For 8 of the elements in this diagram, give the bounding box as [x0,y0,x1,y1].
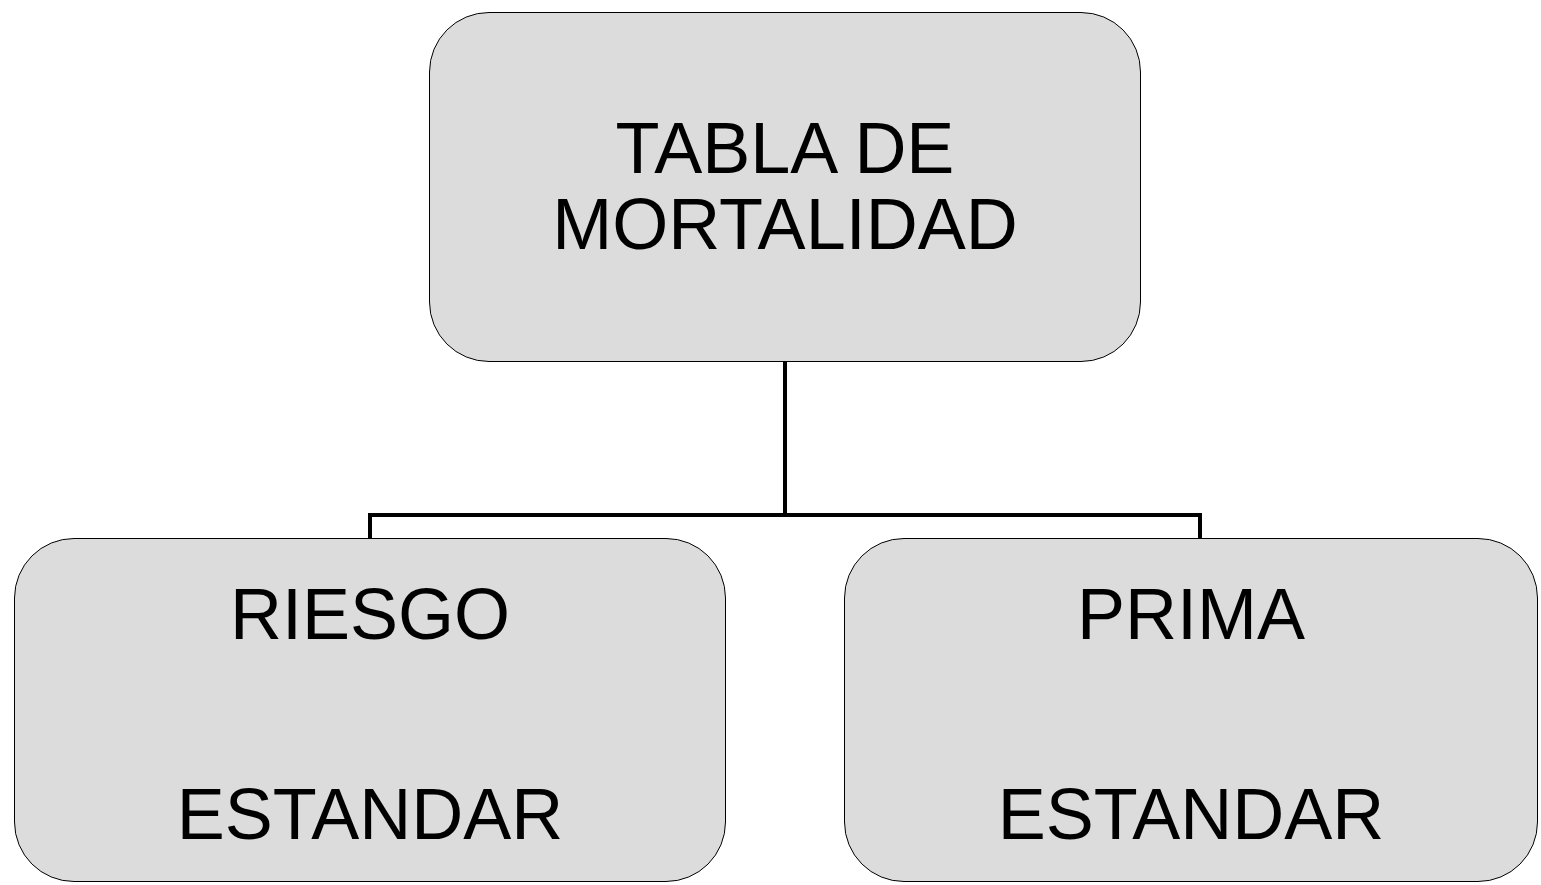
rounded-box [429,12,1141,362]
rounded-box [14,538,726,882]
box-label: ESTANDAR [176,777,564,853]
box-label: RIESGO [229,577,511,653]
box-label: PRIMA [1077,577,1305,653]
rounded-box [844,538,1538,882]
box-label: TABLA DE MORTALIDAD [551,111,1019,263]
box-label: ESTANDAR [997,777,1385,853]
